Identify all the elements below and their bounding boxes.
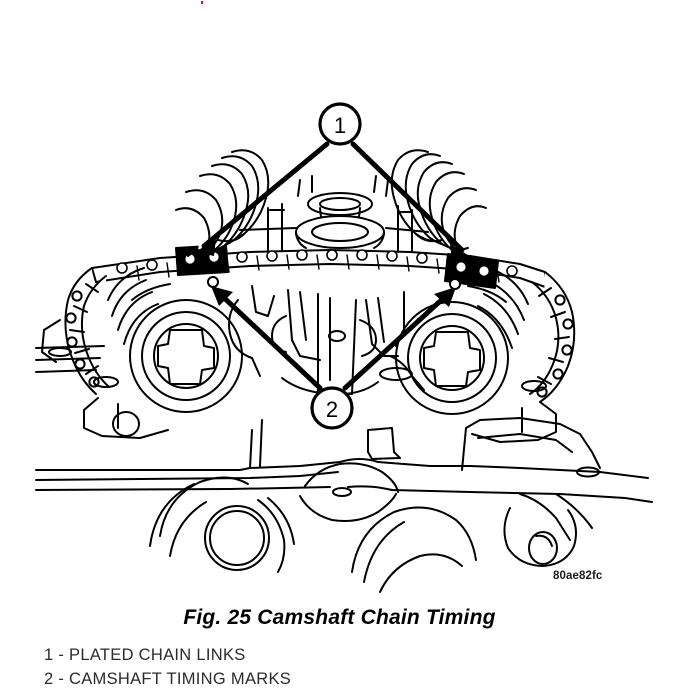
callout-marker-2[interactable]: 2	[310, 386, 354, 430]
right-deck-bracket	[461, 417, 601, 541]
cylinder-bore-left	[149, 476, 295, 573]
upper-posts	[297, 175, 389, 197]
scan-artifact-speck	[201, 1, 203, 4]
camshaft-sprocket-right	[395, 269, 529, 415]
callout-marker-1-label: 1	[334, 113, 346, 138]
camshaft-lobes-right	[390, 149, 487, 255]
cam-housing-left	[41, 319, 169, 439]
arrowhead-1-right	[450, 244, 471, 262]
cam-cap-standoffs	[239, 203, 429, 253]
legend-item-2: 2 - CAMSHAFT TIMING MARKS	[44, 670, 292, 688]
arrowhead-2-left	[211, 286, 233, 306]
figure-title: Fig. 25 Camshaft Chain Timing	[183, 606, 496, 629]
callout-marker-1[interactable]: 1	[318, 102, 362, 146]
arrowhead-1-left	[196, 238, 216, 256]
camshaft-sprocket-left	[107, 267, 243, 413]
center-cam-cap-lower	[295, 215, 385, 249]
leader-line-callout-2	[217, 291, 451, 391]
cylinder-head-deck	[35, 419, 653, 503]
chain-right-wrap	[529, 271, 576, 403]
camshaft-lobes-left	[175, 149, 270, 257]
cam-housing-right	[471, 380, 557, 443]
engine-line-art: 1 2	[35, 102, 653, 593]
timing-mark-right	[449, 278, 461, 290]
cylinder-bore-center	[351, 506, 477, 593]
bolt-boss-right	[503, 507, 577, 567]
arrowhead-2-right	[434, 287, 456, 307]
deck-tab	[367, 427, 401, 460]
part-id-code: 80ae82fc	[553, 570, 603, 582]
timing-mark-left	[207, 276, 219, 288]
chain-left-wrap	[64, 267, 109, 395]
deck-center-boss	[299, 462, 399, 522]
leader-line-callout-1	[201, 141, 465, 253]
legend-item-1: 1 - PLATED CHAIN LINKS	[44, 646, 246, 664]
figure-legend: 1 - PLATED CHAIN LINKS 2 - CAMSHAFT TIMI…	[44, 643, 644, 691]
callout-marker-2-label: 2	[326, 397, 338, 422]
mount-flange-left	[35, 345, 105, 373]
